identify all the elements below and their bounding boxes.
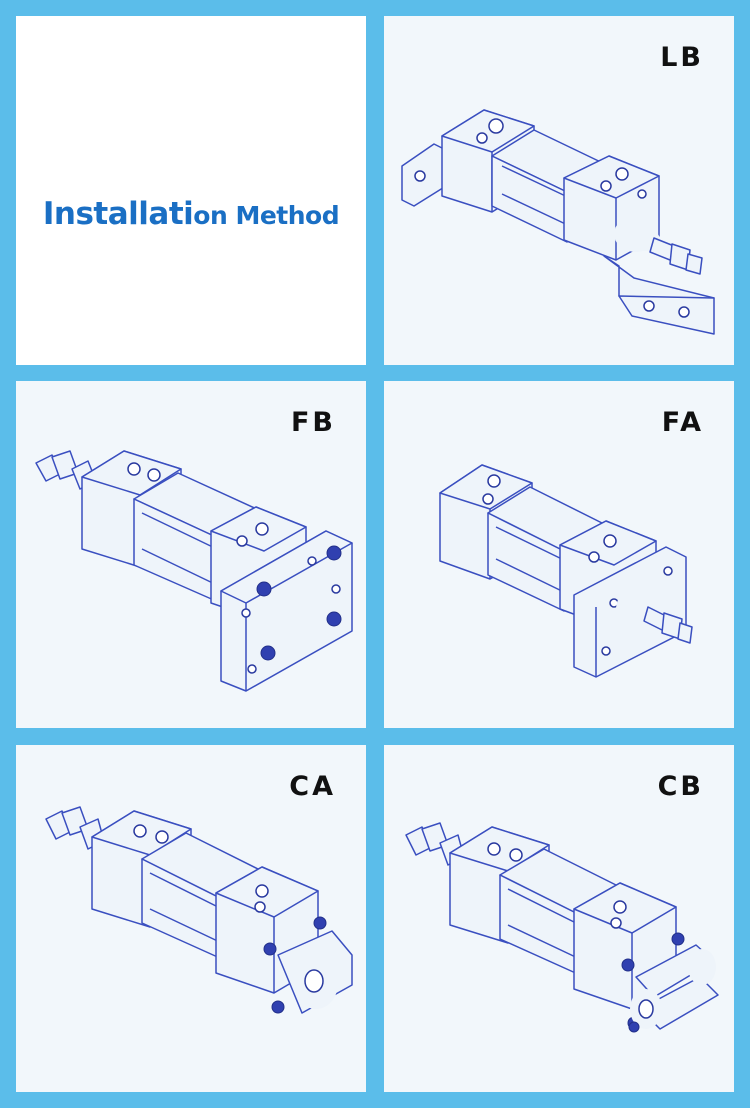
cylinder-ca-drawing [45,806,353,1014]
cylinder-fa-drawing [439,464,693,678]
mount-label-fa: FA [661,407,704,438]
page-title: Installation Method [42,196,340,232]
cylinder-lb-drawing [401,109,715,335]
mount-label-cb: CB [657,771,704,802]
panel-fa: FA [384,381,734,728]
mount-label-fb: FB [290,407,336,438]
panel-fb: FB [16,381,366,728]
panel-lb: LB [384,16,734,365]
title-panel: Installation Method [16,16,366,365]
panel-ca: CA [16,745,366,1092]
mount-label-lb: LB [660,42,704,73]
cylinder-fb-drawing [35,450,353,692]
panel-cb: CB [384,745,734,1092]
cylinder-cb-drawing [405,822,719,1033]
mount-label-ca: CA [289,771,336,802]
